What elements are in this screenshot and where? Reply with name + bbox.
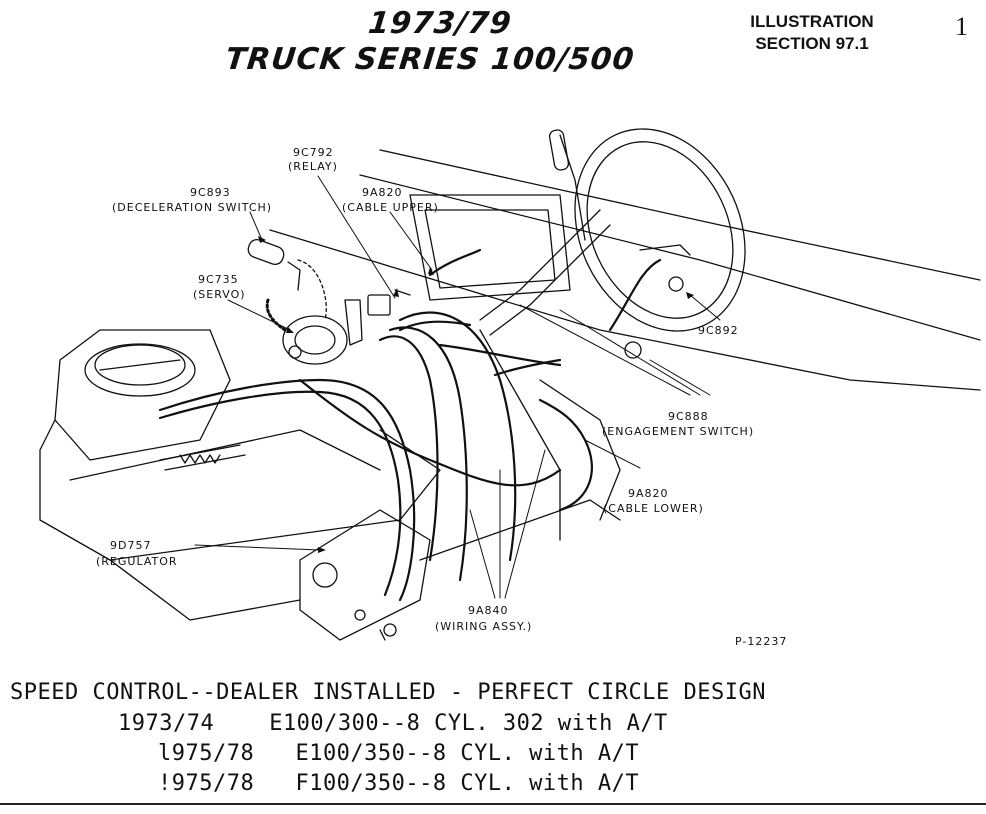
regulator-name: (REGULATOR <box>96 555 178 568</box>
engagement-switch-code: 9C888 <box>668 410 709 423</box>
cable-lower-name: (CABLE LOWER) <box>603 502 704 515</box>
wiring-assy-code: 9A840 <box>468 604 509 617</box>
section-number: SECTION 97.1 <box>755 34 869 53</box>
cable-upper-name: (CABLE UPPER) <box>342 201 439 214</box>
engagement-switch-name: (ENGAGEMENT SWITCH) <box>602 425 754 438</box>
cable-upper-code: 9A820 <box>362 186 403 199</box>
section-label: ILLUSTRATION <box>750 12 874 31</box>
deceleration-switch-drawing <box>247 238 327 321</box>
caption-title: SPEED CONTROL--DEALER INSTALLED - PERFEC… <box>10 680 766 705</box>
wiring-harness-drawing <box>158 248 662 602</box>
caption-model-line-3: !975/78 F100/350--8 CYL. with A/T <box>158 771 640 796</box>
caption-model-line-2: l975/78 E100/350--8 CYL. with A/T <box>158 741 640 766</box>
page-number: 1 <box>955 12 968 41</box>
decel-switch-name: (DECELERATION SWITCH) <box>112 201 272 214</box>
caption-model-line-1: 1973/74 E100/300--8 CYL. 302 with A/T <box>118 711 668 736</box>
steering-wheel-drawing <box>479 128 746 359</box>
wiring-assy-name: (WIRING ASSY.) <box>435 620 532 633</box>
servo-name: (SERVO) <box>193 288 246 301</box>
leader-lines <box>194 175 721 599</box>
regulator-code: 9D757 <box>110 539 151 552</box>
part-9c892-code: 9C892 <box>698 324 739 337</box>
regulator-drawing <box>299 509 431 641</box>
bottom-rule <box>0 803 986 805</box>
relay-name: (RELAY) <box>288 160 338 173</box>
servo-drawing <box>265 298 363 365</box>
engine-drawing <box>39 329 621 621</box>
speed-control-diagram: 9C792 (RELAY) 9C893 (DECELERATION SWITCH… <box>39 128 981 648</box>
relay-code: 9C792 <box>293 146 334 159</box>
decel-switch-code: 9C893 <box>190 186 231 199</box>
servo-code: 9C735 <box>198 273 239 286</box>
cable-lower-code: 9A820 <box>628 487 669 500</box>
figure-id: P-12237 <box>735 635 787 648</box>
relay-drawing <box>367 289 411 316</box>
